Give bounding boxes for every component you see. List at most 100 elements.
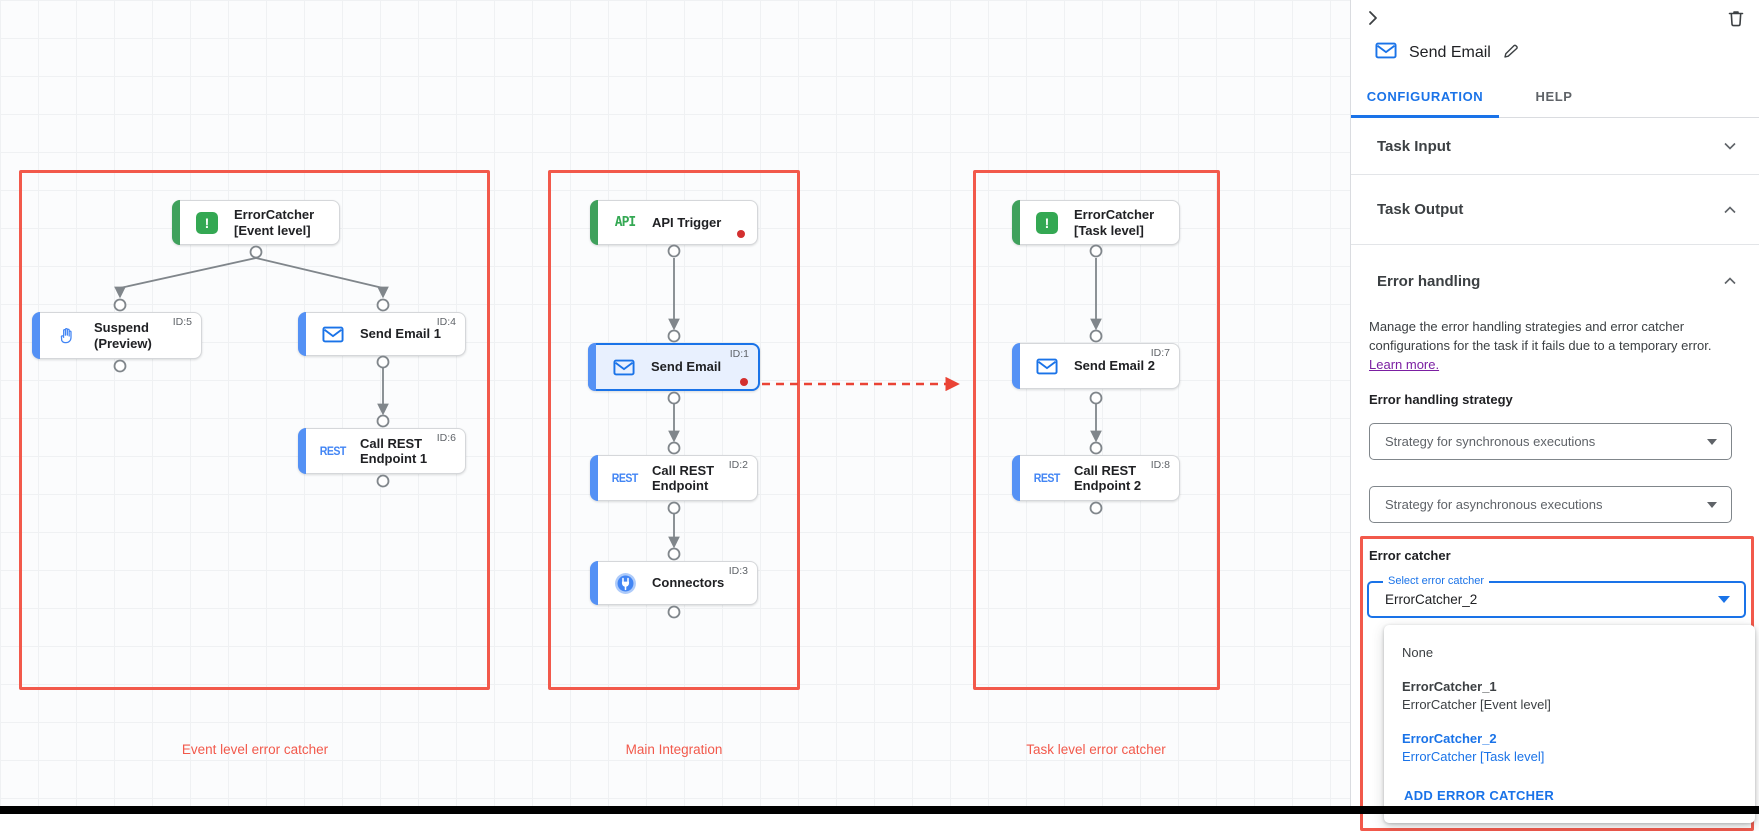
rest-icon: REST <box>319 444 347 458</box>
node-id-badge: ID:1 <box>729 348 749 360</box>
select-error-catcher-value: ErrorCatcher_2 <box>1385 592 1478 607</box>
node-title: Call REST Endpoint 2 <box>1074 462 1142 493</box>
node-id-badge: ID:2 <box>728 459 748 471</box>
error-status-dot <box>740 378 748 386</box>
node-id-badge: ID:4 <box>436 316 456 328</box>
option-errorcatcher-1[interactable]: ErrorCatcher_1 ErrorCatcher [Event level… <box>1384 670 1755 722</box>
node-send-email-2[interactable]: Send Email 2 ID:7 <box>1012 343 1180 389</box>
error-catcher-label: Error catcher <box>1369 548 1451 563</box>
node-accent-bar <box>590 455 598 501</box>
section-label: Task Output <box>1377 201 1464 218</box>
dropdown-value: Strategy for asynchronous executions <box>1385 497 1603 512</box>
node-call-rest-endpoint-2[interactable]: REST Call REST Endpoint 2 ID:8 <box>1012 455 1180 501</box>
node-send-email-selected[interactable]: Send Email ID:1 <box>588 343 760 391</box>
tab-help[interactable]: HELP <box>1535 89 1573 104</box>
section-error-handling[interactable]: Error handling <box>1351 245 1759 317</box>
error-status-dot <box>737 230 745 238</box>
tab-configuration[interactable]: CONFIGURATION <box>1351 89 1499 118</box>
node-accent-bar <box>588 343 596 391</box>
connector-port[interactable] <box>667 391 681 405</box>
connector-port[interactable] <box>1089 329 1103 343</box>
sync-strategy-dropdown[interactable]: Strategy for synchronous executions <box>1369 423 1732 460</box>
node-title: ErrorCatcher [Event level] <box>234 207 315 238</box>
email-icon <box>319 326 347 343</box>
node-id-badge: ID:3 <box>728 565 748 577</box>
collapse-panel-icon[interactable] <box>1365 10 1381 31</box>
connector-port[interactable] <box>376 298 390 312</box>
task-config-panel: Send Email CONFIGURATION HELP Task Input… <box>1350 0 1759 831</box>
section-label: Error handling <box>1377 272 1481 290</box>
delete-task-icon[interactable] <box>1727 9 1745 33</box>
node-accent-bar <box>1012 343 1020 389</box>
option-name: None <box>1402 645 1434 660</box>
node-errorcatcher-task-level[interactable]: ! ErrorCatcher [Task level] <box>1012 200 1180 245</box>
connector-port[interactable] <box>376 355 390 369</box>
edge-errorcatcher-to-sendemail1 <box>255 257 389 299</box>
node-api-trigger[interactable]: API API Trigger <box>590 200 758 245</box>
email-icon <box>610 359 638 376</box>
connector-port[interactable] <box>376 414 390 428</box>
node-send-email-1[interactable]: Send Email 1 ID:4 <box>298 312 466 356</box>
node-title: Send Email <box>651 359 722 375</box>
connector-port[interactable] <box>667 547 681 561</box>
connector-port[interactable] <box>667 244 681 258</box>
connector-port[interactable] <box>667 501 681 515</box>
option-errorcatcher-2[interactable]: ErrorCatcher_2 ErrorCatcher [Task level] <box>1384 722 1755 774</box>
rest-icon: REST <box>611 471 639 485</box>
select-error-catcher[interactable]: Select error catcher ErrorCatcher_2 <box>1367 575 1746 618</box>
async-strategy-dropdown[interactable]: Strategy for asynchronous executions <box>1369 486 1732 523</box>
connector-port[interactable] <box>667 441 681 455</box>
node-id-badge: ID:7 <box>1150 347 1170 359</box>
email-icon <box>1375 42 1397 64</box>
node-suspend-preview[interactable]: Suspend (Preview) ID:5 <box>32 312 202 359</box>
panel-tabs: CONFIGURATION HELP <box>1351 70 1759 118</box>
section-label: Task Input <box>1377 137 1451 155</box>
email-icon <box>1033 358 1061 375</box>
connector-port[interactable] <box>113 359 127 373</box>
group-label-event-level: Event level error catcher <box>181 742 329 757</box>
node-id-badge: ID:6 <box>436 432 456 444</box>
connector-port[interactable] <box>667 605 681 619</box>
panel-title: Send Email <box>1409 44 1491 61</box>
node-accent-bar <box>590 200 598 245</box>
node-errorcatcher-event-level[interactable]: ! ErrorCatcher [Event level] <box>172 200 340 245</box>
node-id-badge: ID:8 <box>1150 459 1170 471</box>
connector-port[interactable] <box>1089 244 1103 258</box>
option-name: ErrorCatcher_1 <box>1402 679 1497 694</box>
node-call-rest-endpoint[interactable]: REST Call REST Endpoint ID:2 <box>590 455 758 501</box>
edit-name-icon[interactable] <box>1503 43 1519 64</box>
integration-canvas[interactable]: Event level error catcher Main Integrati… <box>0 0 1350 806</box>
group-label-main-integration: Main Integration <box>625 742 723 757</box>
connector-port[interactable] <box>376 474 390 488</box>
section-task-input[interactable]: Task Input <box>1351 118 1759 175</box>
node-title: Send Email 1 <box>360 326 441 342</box>
option-desc: ErrorCatcher [Event level] <box>1402 697 1551 712</box>
connector-port[interactable] <box>1089 441 1103 455</box>
error-catcher-icon: ! <box>1036 211 1058 234</box>
bottom-edge-bar <box>0 806 1759 814</box>
node-connectors[interactable]: Connectors ID:3 <box>590 561 758 605</box>
node-accent-bar <box>32 312 40 359</box>
node-title: Connectors <box>652 575 725 591</box>
node-title: API Trigger <box>652 214 722 230</box>
node-accent-bar <box>298 312 306 356</box>
connector-port[interactable] <box>667 329 681 343</box>
api-trigger-icon: API <box>614 215 637 230</box>
section-task-output[interactable]: Task Output <box>1351 175 1759 245</box>
connector-port[interactable] <box>1089 501 1103 515</box>
node-accent-bar <box>1012 455 1020 501</box>
rest-icon: REST <box>1033 471 1061 485</box>
chevron-up-icon <box>1724 205 1736 213</box>
node-call-rest-endpoint-1[interactable]: REST Call REST Endpoint 1 ID:6 <box>298 428 466 474</box>
error-catcher-options-menu: None ErrorCatcher_1 ErrorCatcher [Event … <box>1384 625 1755 823</box>
node-title: ErrorCatcher [Task level] <box>1074 207 1155 238</box>
dropdown-caret-icon <box>1707 438 1717 445</box>
connector-port[interactable] <box>249 245 263 259</box>
option-none[interactable]: None <box>1384 636 1755 670</box>
select-error-catcher-floating-label: Select error catcher <box>1383 575 1489 587</box>
connector-port[interactable] <box>1089 391 1103 405</box>
error-catcher-icon: ! <box>196 211 218 234</box>
connector-port[interactable] <box>113 298 127 312</box>
learn-more-link[interactable]: Learn more. <box>1369 357 1440 372</box>
add-error-catcher-button[interactable]: ADD ERROR CATCHER <box>1404 788 1555 803</box>
